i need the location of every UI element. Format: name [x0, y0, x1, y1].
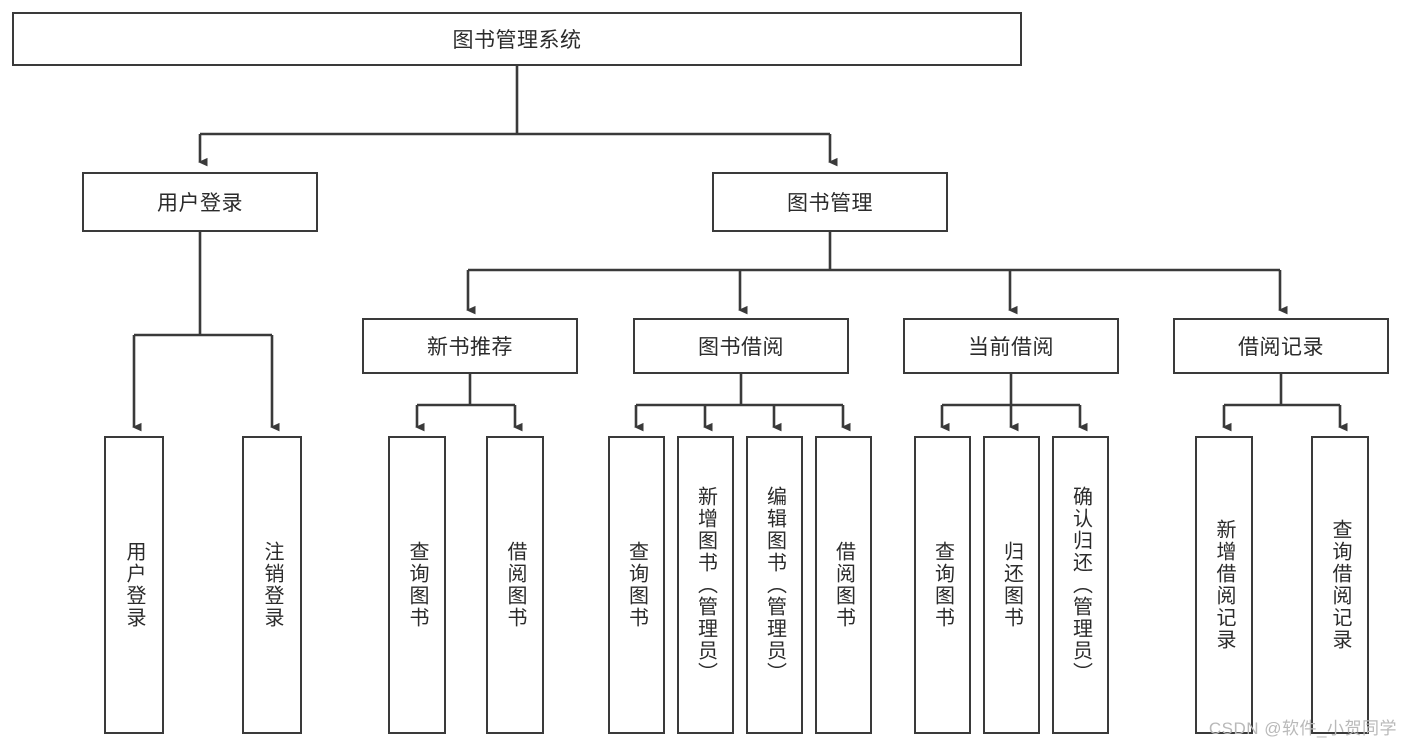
watermark-text: CSDN @软件_小贺同学: [1208, 719, 1397, 738]
node-label: 编辑图书（管理员）: [763, 486, 786, 684]
leaf-return-book[interactable]: 归还图书: [983, 436, 1040, 734]
leaf-query-book-new-rec[interactable]: 查询图书: [388, 436, 446, 734]
node-root-book-management-system[interactable]: 图书管理系统: [12, 12, 1022, 66]
node-label: 图书借阅: [698, 336, 784, 359]
node-label: 查询借阅记录: [1329, 519, 1351, 651]
leaf-add-borrow-record[interactable]: 新增借阅记录: [1195, 436, 1253, 734]
node-user-login[interactable]: 用户登录: [82, 172, 318, 232]
leaf-logout[interactable]: 注销登录: [242, 436, 302, 734]
node-label: 用户登录: [157, 192, 243, 215]
leaf-user-login[interactable]: 用户登录: [104, 436, 164, 734]
node-current-borrowing[interactable]: 当前借阅: [903, 318, 1119, 374]
node-label: 借阅记录: [1238, 336, 1324, 359]
node-label: 查询图书: [625, 541, 648, 629]
node-new-book-recommendation[interactable]: 新书推荐: [362, 318, 578, 374]
leaf-borrow-book[interactable]: 借阅图书: [815, 436, 872, 734]
leaf-query-book-borrow[interactable]: 查询图书: [608, 436, 665, 734]
node-borrowing-record[interactable]: 借阅记录: [1173, 318, 1389, 374]
node-label: 查询图书: [931, 541, 954, 629]
node-label: 查询图书: [406, 541, 428, 629]
node-label: 借阅图书: [832, 541, 855, 629]
node-label: 新增借阅记录: [1213, 519, 1235, 651]
leaf-query-book-current[interactable]: 查询图书: [914, 436, 971, 734]
node-book-management[interactable]: 图书管理: [712, 172, 948, 232]
node-label: 注销登录: [261, 541, 283, 629]
node-label: 图书管理: [787, 192, 873, 215]
node-book-borrowing[interactable]: 图书借阅: [633, 318, 849, 374]
leaf-query-borrow-record[interactable]: 查询借阅记录: [1311, 436, 1369, 734]
node-label: 用户登录: [123, 541, 145, 629]
node-label: 当前借阅: [968, 336, 1054, 359]
node-label: 新增图书（管理员）: [694, 486, 717, 684]
node-label: 新书推荐: [427, 336, 513, 359]
leaf-edit-book-admin[interactable]: 编辑图书（管理员）: [746, 436, 803, 734]
node-label: 借阅图书: [504, 541, 526, 629]
node-label: 图书管理系统: [452, 29, 582, 52]
leaf-borrow-book-new-rec[interactable]: 借阅图书: [486, 436, 544, 734]
leaf-confirm-return-admin[interactable]: 确认归还（管理员）: [1052, 436, 1109, 734]
leaf-add-book-admin[interactable]: 新增图书（管理员）: [677, 436, 734, 734]
node-label: 归还图书: [1000, 541, 1023, 629]
node-label: 确认归还（管理员）: [1069, 486, 1092, 684]
